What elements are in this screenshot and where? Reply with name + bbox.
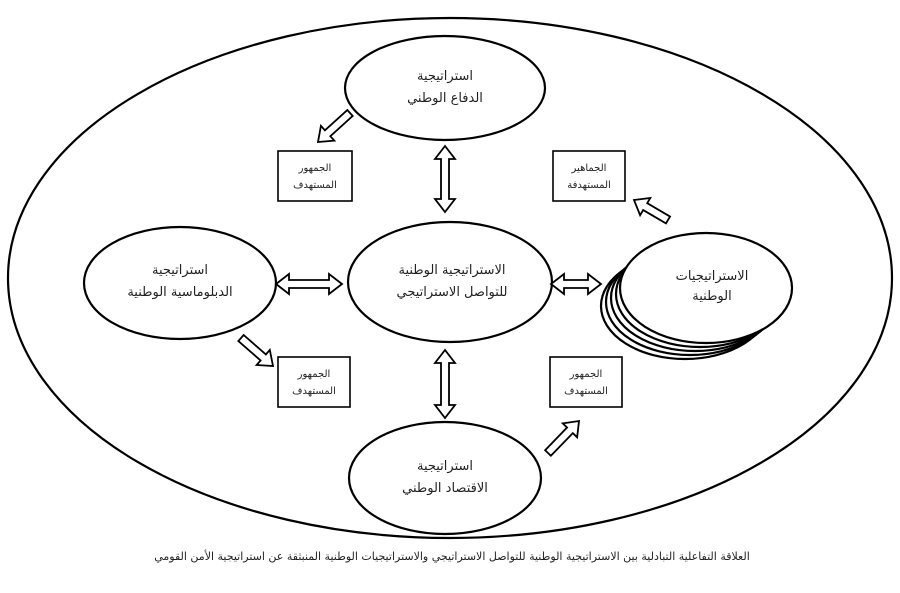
audience-top-right-line1: الجماهير (571, 163, 607, 174)
audience-top-left-line2: المستهدف (293, 180, 337, 191)
double-arrow-top (433, 144, 457, 214)
audience-bottom-right-line2: المستهدف (564, 386, 608, 397)
node-left (82, 225, 278, 341)
double-arrow-right (549, 272, 603, 296)
node-top-line2: الدفاع الوطني (407, 91, 483, 106)
arrow-to-audience-top-left (316, 108, 354, 143)
audience-bottom-left-line1: الجمهور (297, 369, 331, 380)
node-bottom-line2: الاقتصاد الوطني (402, 481, 488, 496)
node-center (346, 220, 554, 344)
node-left-line2: الدبلوماسية الوطنية (127, 285, 232, 300)
node-right-line1: الاستراتيجيات (676, 269, 749, 284)
node-top-line1: استراتيجية (417, 69, 473, 84)
node-right-line2: الوطنية (692, 289, 731, 304)
audience-bottom-right-line1: الجمهور (569, 369, 603, 380)
arrow-to-audience-bottom-left (237, 333, 275, 367)
audience-box-bottom-right (549, 356, 623, 408)
node-top (343, 34, 547, 142)
audience-bottom-left-line2: المستهدف (292, 386, 336, 397)
audience-top-right-line2: المستهدفة (567, 180, 611, 191)
right-stack (599, 231, 794, 361)
node-bottom (347, 420, 543, 536)
caption: العلاقة التفاعلية التبادلية بين الاسترات… (154, 549, 750, 563)
double-arrow-left (274, 272, 344, 296)
outer-ellipse (6, 16, 894, 540)
audience-box-top-left (277, 150, 353, 202)
double-arrow-bottom (433, 348, 457, 420)
arrow-to-audience-bottom-right (543, 419, 581, 458)
node-center-line2: للتواصل الاستراتيجي (397, 285, 508, 300)
node-center-line1: الاستراتيجية الوطنية (398, 263, 505, 278)
node-left-line1: استراتيجية (152, 263, 208, 278)
audience-box-bottom-left (277, 356, 351, 408)
audience-top-left-line1: الجمهور (298, 163, 332, 174)
node-bottom-line1: استراتيجية (417, 459, 473, 474)
arrow-to-audience-top-right (632, 196, 672, 225)
audience-box-top-right (552, 150, 626, 202)
